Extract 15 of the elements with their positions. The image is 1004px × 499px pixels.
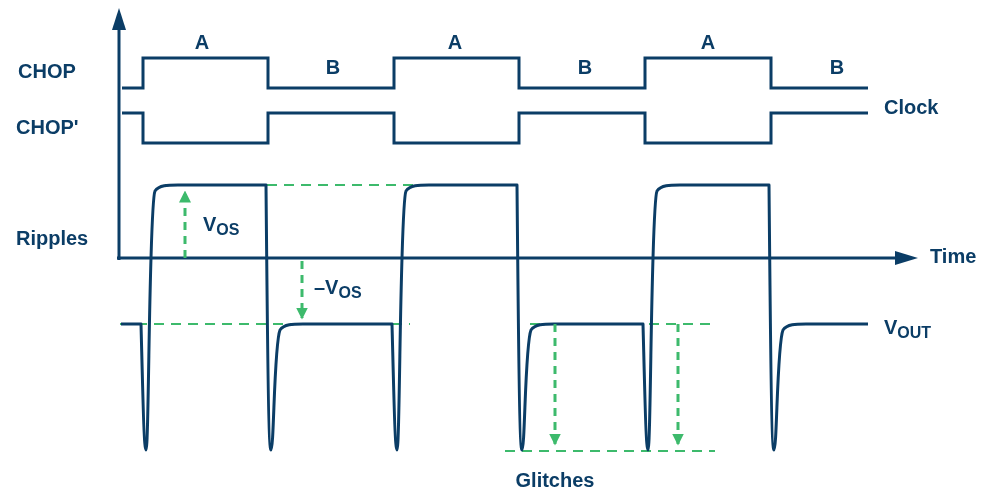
phase-label: A (194, 32, 210, 52)
phase-label: B (577, 57, 593, 77)
signal-label: Clock (884, 97, 939, 117)
signal-label: Ripples (16, 228, 89, 248)
axis-label: Time (930, 246, 977, 266)
phase-label: B (829, 57, 845, 77)
voltage-label: –V$_{OS}$ (314, 277, 362, 301)
signal-label: CHOP (18, 61, 76, 81)
voltage-label: V$_{OUT}$ (884, 317, 932, 341)
voltage-label: V$_{OS}$ (203, 214, 240, 238)
phase-label: A (447, 32, 463, 52)
signal-label: CHOP' (16, 117, 79, 137)
glitch-label: Glitches (515, 470, 595, 490)
phase-label: B (325, 57, 341, 77)
phase-label: A (700, 32, 716, 52)
